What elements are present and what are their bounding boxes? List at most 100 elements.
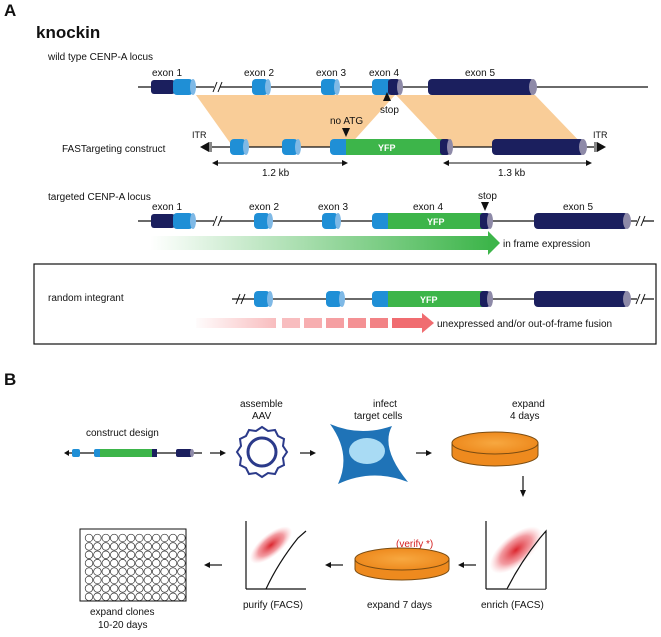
well <box>93 559 102 568</box>
well <box>118 559 127 568</box>
well <box>177 592 186 601</box>
targeted-locus-label: targeted CENP-A locus <box>48 192 151 203</box>
well <box>110 542 119 551</box>
right-itr <box>594 142 606 152</box>
well <box>118 567 127 576</box>
well <box>126 584 136 593</box>
expand4-label-1: expand <box>512 399 545 410</box>
wt-exon-3-label: exon 3 <box>316 68 346 79</box>
well <box>93 533 102 543</box>
well <box>160 567 169 576</box>
well <box>143 559 152 568</box>
infect-label-1: infect <box>373 399 397 410</box>
arrow-to-expand7 <box>458 562 476 568</box>
well <box>143 567 152 576</box>
random-yfp-label: YFP <box>420 295 438 305</box>
well <box>84 542 94 551</box>
well <box>101 559 110 568</box>
in-frame-expression-arrow <box>150 231 500 255</box>
targeted-stop-label: stop <box>478 191 497 202</box>
right-arm-arrow <box>443 160 592 166</box>
wt-exon-5-label: exon 5 <box>465 68 495 79</box>
well <box>168 542 178 551</box>
random-integrant-label: random integrant <box>48 293 124 304</box>
facs-plot-enrich <box>485 521 547 590</box>
arrow-to-enrich <box>520 476 526 497</box>
well <box>177 542 186 551</box>
well <box>93 550 102 559</box>
facs-plot-purify <box>245 521 307 590</box>
well <box>168 584 178 593</box>
random-integrant-box <box>33 263 657 345</box>
targeted-exon-1 <box>151 213 196 229</box>
wt-stop-label: stop <box>380 105 399 116</box>
panel-b-letter: B <box>4 370 16 389</box>
well <box>168 592 178 601</box>
well <box>126 592 136 601</box>
well <box>84 550 94 559</box>
well <box>135 550 144 559</box>
well <box>135 542 144 551</box>
well <box>84 533 94 543</box>
well <box>152 584 161 593</box>
well <box>160 584 169 593</box>
well <box>101 550 110 559</box>
construct-exon-2 <box>230 139 249 155</box>
targeted-yfp-label: YFP <box>427 217 445 227</box>
aav-capsid-icon <box>235 425 289 479</box>
no-atg-label: no ATG <box>330 116 363 127</box>
well <box>126 533 136 543</box>
well <box>152 550 161 559</box>
well <box>126 575 136 585</box>
well <box>84 567 94 576</box>
targeted-exon-4-yfp <box>372 213 493 229</box>
random-exon-4-yfp <box>372 291 493 307</box>
arrow-to-clones <box>204 562 222 568</box>
well <box>177 559 186 568</box>
construct-yfp-label: YFP <box>378 143 396 153</box>
culture-dish-4days <box>451 431 539 467</box>
well <box>177 550 186 559</box>
well <box>143 533 152 543</box>
well <box>160 559 169 568</box>
clones-label-2: 10-20 days <box>98 620 147 631</box>
well <box>143 584 152 593</box>
wt-line-break <box>212 80 223 94</box>
well <box>84 592 94 601</box>
well <box>110 584 119 593</box>
wt-exon-2-label: exon 2 <box>244 68 274 79</box>
target-cell-icon <box>330 424 408 484</box>
enrich-label: enrich (FACS) <box>481 600 544 611</box>
well <box>84 575 94 585</box>
right-homology-region <box>396 95 585 147</box>
random-exon-2 <box>254 291 273 307</box>
targeted-exon-2 <box>254 213 273 229</box>
well <box>93 567 102 576</box>
targeted-exon-3-label: exon 3 <box>318 202 348 213</box>
well <box>143 550 152 559</box>
expand4-label-2: 4 days <box>510 411 539 422</box>
well <box>168 567 178 576</box>
construct-exon-4-yfp <box>330 139 453 155</box>
well <box>101 542 110 551</box>
construct-design-label: construct design <box>86 428 159 439</box>
expand7-label: expand 7 days <box>367 600 432 611</box>
arrow-to-infect <box>300 450 316 456</box>
well <box>135 559 144 568</box>
well <box>101 592 110 601</box>
random-exon-5 <box>534 291 631 307</box>
well <box>177 533 186 543</box>
well <box>177 567 186 576</box>
purify-label: purify (FACS) <box>243 600 303 611</box>
well <box>143 542 152 551</box>
targeted-exon-5-label: exon 5 <box>563 202 593 213</box>
well <box>118 533 127 543</box>
targeted-line-break <box>212 214 223 228</box>
infect-label-2: target cells <box>354 411 402 422</box>
well <box>126 567 136 576</box>
well <box>110 559 119 568</box>
construct-exon-5 <box>492 139 587 155</box>
arrow-to-assemble <box>210 450 226 456</box>
wt-stop-marker <box>383 92 391 101</box>
unexpressed-arrow <box>196 313 434 333</box>
